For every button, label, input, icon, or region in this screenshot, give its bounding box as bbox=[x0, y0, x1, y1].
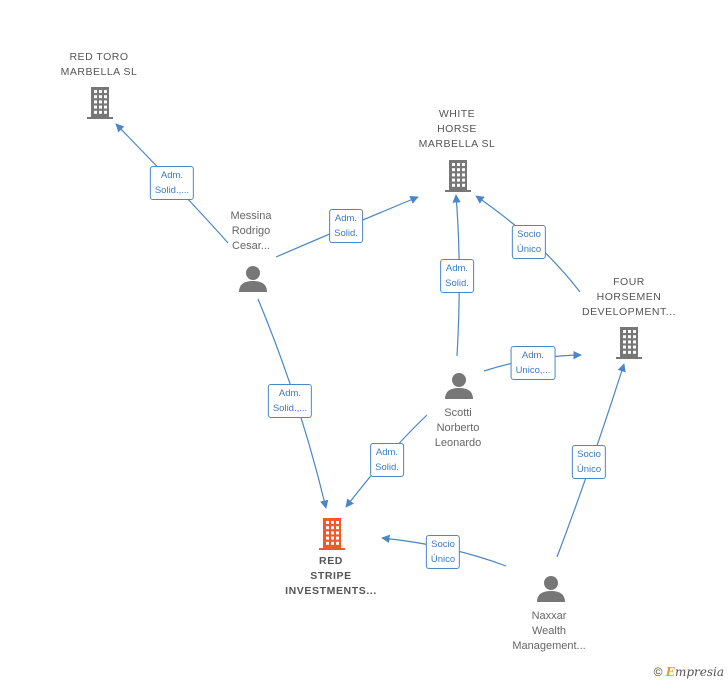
edge-label-scotti-to-four_horsemen[interactable]: Adm. Unico,... bbox=[510, 346, 556, 380]
brand-footer: © Empresia bbox=[654, 665, 724, 679]
edge-label-naxxar-to-red_stripe[interactable]: Socio Único bbox=[425, 535, 461, 569]
edge-label-scotti-to-red_stripe[interactable]: Adm. Solid. bbox=[370, 443, 404, 477]
person-icon-messina[interactable] bbox=[239, 266, 267, 292]
node-label-red_toro[interactable]: RED TORO MARBELLA SL bbox=[60, 51, 138, 78]
node-label-red_stripe[interactable]: RED STRIPE INVESTMENTS... bbox=[285, 555, 377, 597]
building-icon-red_stripe[interactable] bbox=[319, 518, 345, 550]
edge-label-four_horsemen-to-white_horse[interactable]: Socio Único bbox=[511, 225, 547, 259]
building-icon-four_horsemen[interactable] bbox=[616, 327, 642, 359]
edge-label-messina-to-red_stripe[interactable]: Adm. Solid.,... bbox=[267, 384, 313, 418]
person-icon-scotti[interactable] bbox=[445, 373, 473, 399]
node-label-naxxar[interactable]: Naxxar Wealth Management... bbox=[512, 610, 586, 652]
edge-label-messina-to-red_toro[interactable]: Adm. Solid.,... bbox=[149, 166, 195, 200]
copyright-symbol: © bbox=[653, 665, 663, 679]
building-icon-red_toro[interactable] bbox=[87, 87, 113, 119]
node-label-white_horse[interactable]: WHITE HORSE MARBELLA SL bbox=[418, 108, 496, 150]
edge-label-messina-to-white_horse[interactable]: Adm. Solid. bbox=[329, 209, 363, 243]
edge-label-scotti-to-white_horse[interactable]: Adm. Solid. bbox=[440, 259, 474, 293]
person-icon-naxxar[interactable] bbox=[537, 576, 565, 602]
building-icon-white_horse[interactable] bbox=[445, 160, 471, 192]
node-label-scotti[interactable]: Scotti Norberto Leonardo bbox=[434, 407, 482, 449]
brand-logo: Empresia bbox=[665, 665, 724, 679]
edge-label-naxxar-to-four_horsemen[interactable]: Socio Único bbox=[571, 445, 607, 479]
node-label-messina[interactable]: Messina Rodrigo Cesar... bbox=[230, 210, 272, 252]
node-label-four_horsemen[interactable]: FOUR HORSEMEN DEVELOPMENT... bbox=[582, 276, 676, 318]
